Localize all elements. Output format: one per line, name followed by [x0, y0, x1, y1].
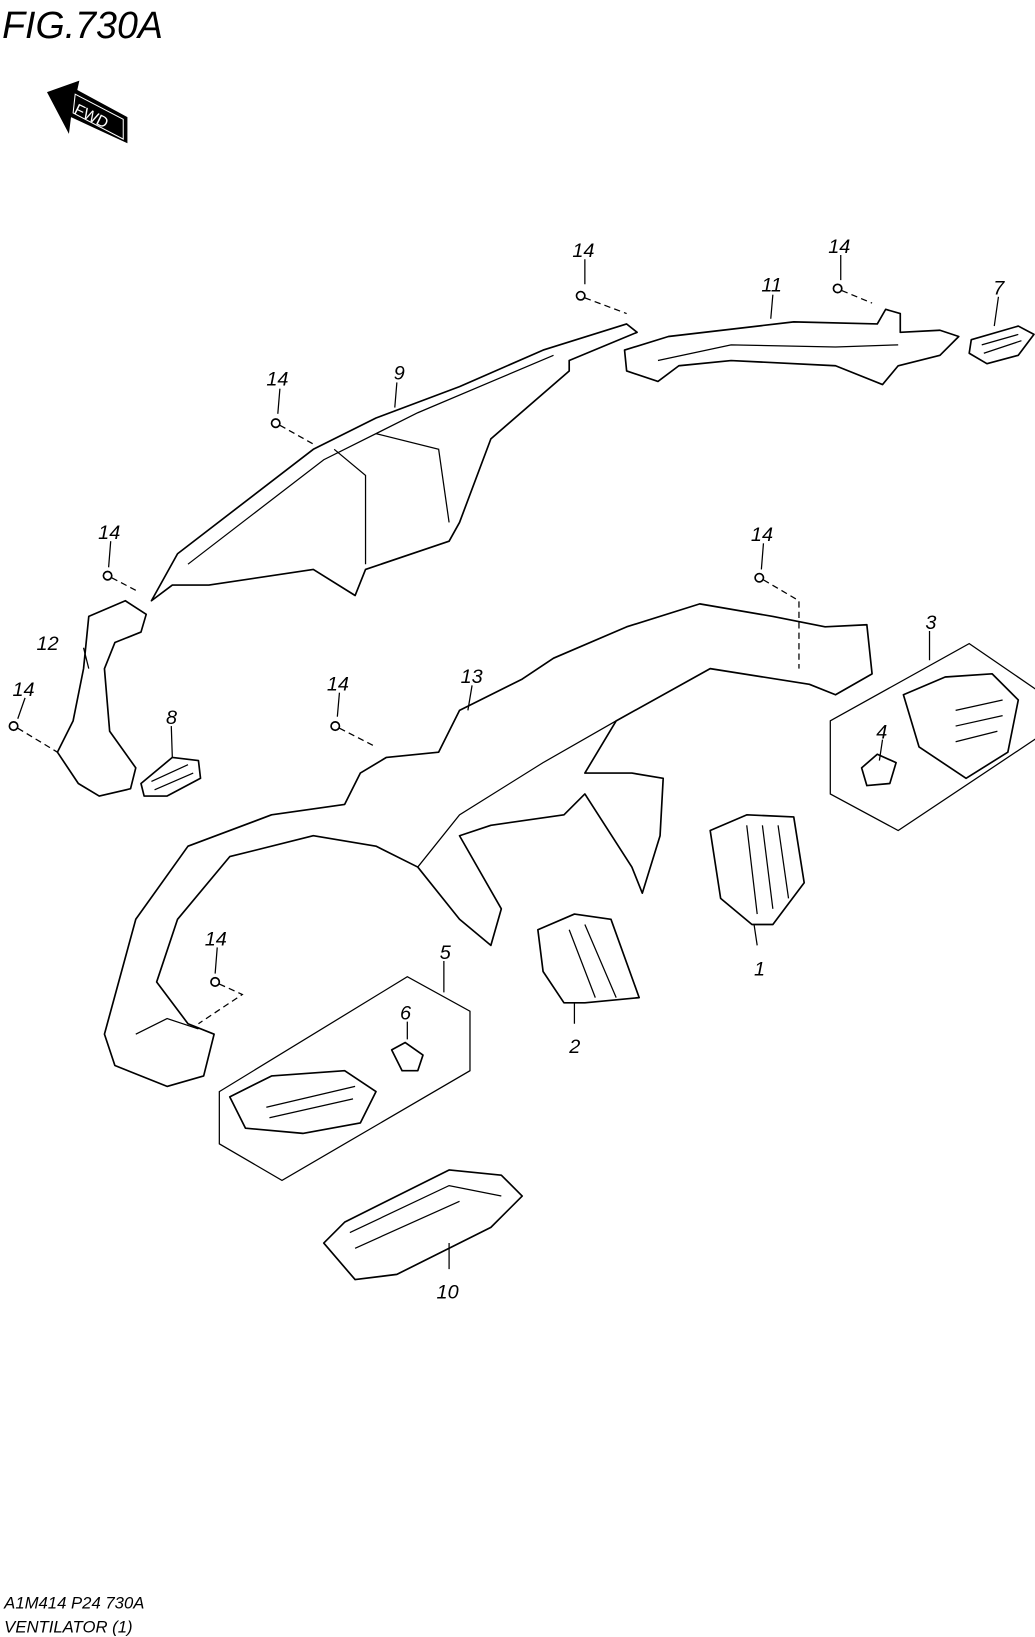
callout-14: 14	[572, 240, 594, 262]
callout-6: 6	[400, 1003, 412, 1025]
callout-2: 2	[568, 1036, 580, 1058]
part-11-duct	[623, 308, 960, 386]
callout-11: 11	[761, 275, 782, 297]
callout-14: 14	[98, 522, 120, 544]
diagram-caption: VENTILATOR (1)	[4, 1618, 132, 1637]
screw-icons	[8, 283, 873, 1025]
part-8-vent-grille	[140, 756, 202, 797]
callout-3: 3	[925, 612, 936, 634]
callout-10: 10	[437, 1281, 459, 1303]
callout-4: 4	[876, 722, 887, 744]
callout-1: 1	[754, 959, 765, 981]
callout-8: 8	[166, 707, 177, 729]
callout-14: 14	[13, 679, 35, 701]
part-1-vent	[709, 814, 806, 926]
callout-14: 14	[266, 369, 288, 391]
part-10-panel	[322, 1169, 524, 1281]
callout-5: 5	[440, 942, 452, 964]
callout-14: 14	[751, 524, 773, 546]
part-7-vent-grille	[968, 325, 1035, 365]
figure-title: FIG.730A	[2, 4, 163, 46]
part-5-assembly-box	[218, 976, 471, 1182]
part-13-main-duct	[103, 603, 873, 1088]
callout-14: 14	[828, 236, 850, 258]
callout-14: 14	[327, 674, 349, 696]
callout-13: 13	[461, 666, 483, 688]
callout-7: 7	[993, 278, 1005, 300]
part-9-upper-duct	[150, 323, 638, 602]
part-2-vent	[537, 913, 641, 1004]
callout-14: 14	[205, 928, 227, 950]
part-3-assembly-box	[829, 642, 1035, 832]
callout-12: 12	[37, 633, 59, 655]
callout-9: 9	[394, 362, 405, 384]
leader-lines	[17, 255, 1000, 1270]
fwd-arrow-icon: FWD	[46, 80, 128, 144]
diagram-code: A1M414 P24 730A	[3, 1594, 144, 1613]
part-12-duct	[56, 599, 148, 797]
